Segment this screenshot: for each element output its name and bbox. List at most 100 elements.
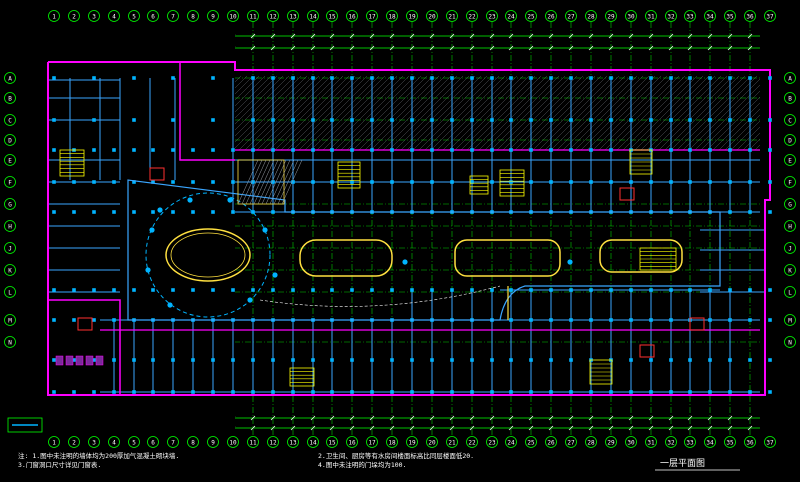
column [370,118,374,122]
dimension-tick [270,415,276,421]
column [410,288,414,292]
dimension-tick [469,415,475,421]
axis-label-top: 1 [52,13,56,20]
axis-label-top: 34 [706,13,714,20]
axis-label-top: 26 [547,439,555,446]
column [171,148,175,152]
column [112,148,116,152]
column [470,288,474,292]
column [410,180,414,184]
column [390,76,394,80]
column [231,358,235,362]
column [569,288,573,292]
column [509,180,513,184]
axis-label-top: 30 [627,13,635,20]
axis-label-top: 27 [567,439,575,446]
column [191,148,195,152]
dimension-tick [290,33,296,39]
hatch-line [237,159,259,205]
column [768,358,772,362]
axis-bubble [784,72,796,84]
axis-bubble [784,134,796,146]
axis-bubble [4,176,16,188]
hatch-line [352,75,428,151]
dimension-tick [270,45,276,51]
column [132,148,136,152]
column [669,288,673,292]
column [311,148,315,152]
hatch-line [257,159,279,205]
note-line: 注: 1.图中未注明的墙体均为200厚加气混凝土砌块墙. [18,451,179,460]
axis-bubble [88,10,100,22]
round-column [167,302,173,308]
dimension-tick [747,33,753,39]
axis-bubble [784,92,796,104]
axis-bubble [227,10,239,22]
hatch-line [508,75,584,151]
column [171,288,175,292]
column [291,288,295,292]
hatch-line [406,75,482,151]
column [231,210,235,214]
axis-bubble [784,154,796,166]
dimension-tick [290,415,296,421]
round-column [272,272,278,278]
dimension-tick [707,45,713,51]
column [450,118,454,122]
dimension-tick [608,33,614,39]
dimension-tick [469,33,475,39]
column [151,210,155,214]
axis-label-top: 14 [309,439,317,446]
stair [289,367,315,387]
axis-bubble [326,436,338,448]
axis-label-top: 11 [249,13,257,20]
axis-label-left: K [8,267,12,274]
column [728,180,732,184]
column [72,390,76,394]
axis-bubble [4,154,16,166]
axis-label-top: 35 [726,13,734,20]
dimension-tick [687,415,693,421]
hatch-line [304,75,380,151]
hatch-line [256,75,332,151]
column [211,118,215,122]
column [311,76,315,80]
dimension-tick [349,415,355,421]
column [72,210,76,214]
axis-bubble [784,176,796,188]
hatch-line [253,159,275,205]
column [251,358,255,362]
dimension-tick [369,425,375,431]
axis-label-left: F [8,179,12,186]
dimension-tick [588,425,594,431]
dimension-tick [628,45,634,51]
column [649,118,653,122]
equipment-room [77,317,93,331]
axis-label-left: L [8,289,12,296]
axis-label-top: 24 [507,13,515,20]
column [151,358,155,362]
axis-label-top: 32 [667,439,675,446]
column [430,288,434,292]
axis-bubble [68,436,80,448]
axis-bubble [128,10,140,22]
column [410,76,414,80]
axis-label-left: A [788,75,792,82]
hatch-line [268,75,344,151]
axis-label-top: 15 [328,439,336,446]
dimension-tick [429,33,435,39]
axis-bubble [525,10,537,22]
column [251,390,255,394]
axis-bubble [4,286,16,298]
axis-label-top: 5 [132,13,136,20]
column [768,318,772,322]
column [291,148,295,152]
hatch-line [265,159,287,205]
column [151,180,155,184]
hatch-line [273,159,295,205]
axis-bubble [446,436,458,448]
column [390,118,394,122]
dimension-tick [687,45,693,51]
column [728,76,732,80]
column [549,76,553,80]
